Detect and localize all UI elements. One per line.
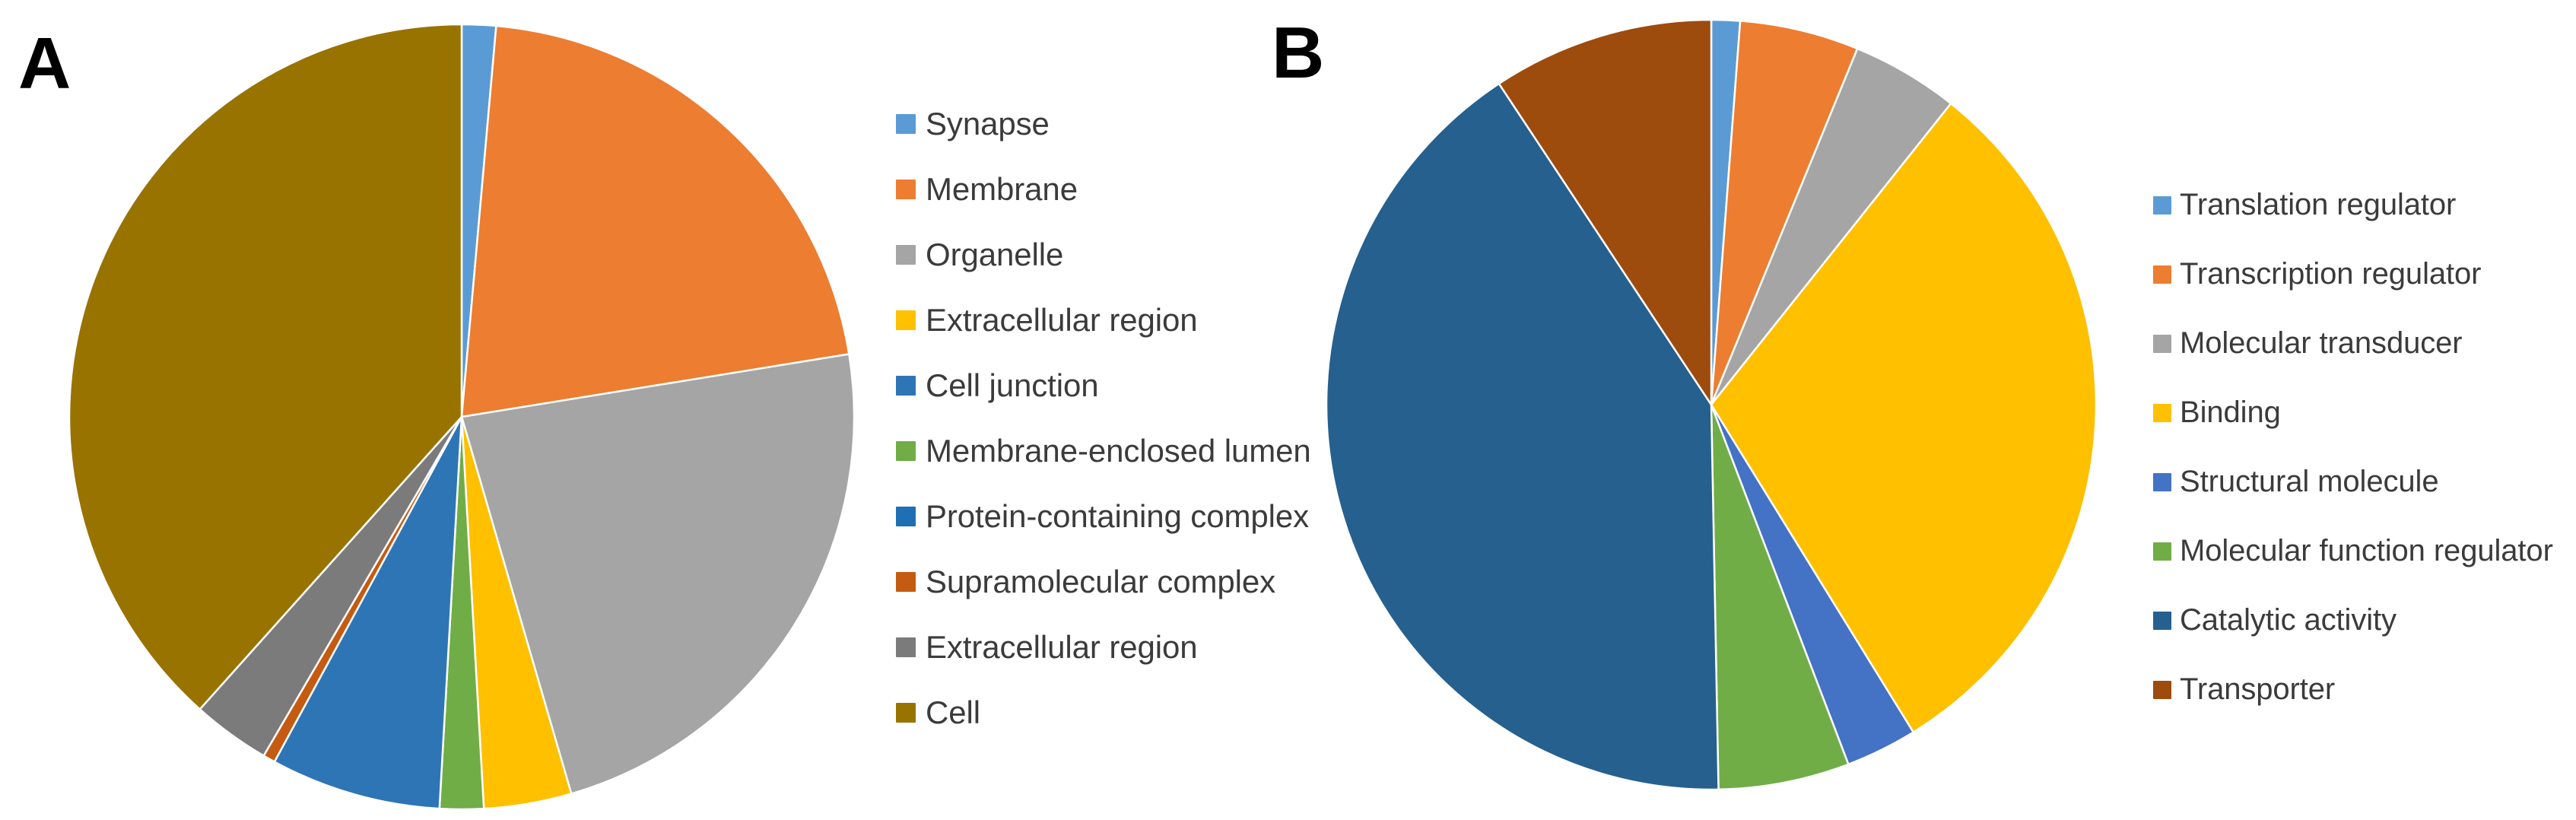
legend-item[interactable]: Extracellular region [896, 615, 1311, 680]
legend-item-label: Binding [2180, 396, 2281, 429]
legend-swatch-icon [2153, 403, 2171, 422]
pie-chart-b [1323, 17, 2099, 793]
legend-swatch-icon [2153, 195, 2171, 215]
legend-item-label: Supramolecular complex [926, 564, 1276, 599]
pie-slice [460, 353, 856, 795]
legend-item-label: Synapse [926, 106, 1050, 141]
legend-swatch-icon [896, 114, 916, 134]
legend-item[interactable]: Membrane-enclosed lumen [896, 418, 1311, 484]
legend-item-label: Molecular transducer [2180, 326, 2463, 360]
legend-swatch-icon [896, 637, 916, 657]
pie-slice [1710, 403, 1850, 791]
legend-swatch-icon [896, 376, 916, 396]
pie-slice [68, 23, 463, 710]
legend-swatch-icon [896, 703, 916, 723]
legend-item[interactable]: Synapse [896, 91, 1311, 157]
pie-slice [1710, 102, 2098, 733]
legend-swatch-icon [896, 245, 916, 265]
legend-item[interactable]: Molecular transducer [2153, 309, 2553, 378]
pie-slice [273, 415, 463, 810]
legend-swatch-icon [896, 310, 916, 330]
pie-slice [1710, 20, 1859, 406]
legend-swatch-icon [2153, 265, 2171, 284]
pie-slice [460, 24, 850, 418]
legend-item-label: Cell junction [926, 367, 1099, 403]
legend-item[interactable]: Transporter [2153, 655, 2553, 724]
pie-slice [1325, 82, 1720, 791]
legend-item-label: Translation regulator [2180, 188, 2457, 221]
legend-item[interactable]: Cell [896, 680, 1311, 745]
legend-item[interactable]: Extracellular region [896, 288, 1311, 353]
legend-item-label: Catalytic activity [2180, 603, 2397, 637]
legend-swatch-icon [2153, 334, 2171, 353]
panel-letter-a: A [18, 23, 71, 104]
legend-swatch-icon [896, 572, 916, 592]
legend-swatch-icon [2153, 472, 2171, 491]
legend-item[interactable]: Binding [2153, 378, 2553, 447]
legend-item[interactable]: Cell junction [896, 353, 1311, 418]
legend-swatch-icon [896, 180, 916, 199]
legend-item-label: Transporter [2180, 672, 2336, 706]
pie-a-svg [68, 23, 856, 811]
legend-item-label: Extracellular region [926, 302, 1198, 338]
legend-item[interactable]: Organelle [896, 222, 1311, 288]
legend-item-label: Membrane-enclosed lumen [926, 433, 1311, 469]
legend-item-label: Protein-containing complex [926, 498, 1310, 534]
legend-item[interactable]: Translation regulator [2153, 170, 2553, 240]
legend-item[interactable]: Supramolecular complex [896, 549, 1311, 615]
pie-b-svg [1325, 18, 2098, 791]
legend-swatch-icon [896, 507, 916, 526]
legend-item-label: Cell [926, 694, 980, 730]
legend-item-label: Organelle [926, 237, 1064, 272]
legend-item[interactable]: Protein-containing complex [896, 484, 1311, 549]
legend-item[interactable]: Structural molecule [2153, 447, 2553, 516]
legend-item[interactable]: Catalytic activity [2153, 586, 2553, 655]
legend-item-label: Transcription regulator [2180, 257, 2482, 291]
legend-item[interactable]: Transcription regulator [2153, 240, 2553, 309]
legend-item[interactable]: Molecular function regulator [2153, 516, 2553, 586]
panel-letter-b: B [1272, 12, 1325, 94]
legend-item-label: Membrane [926, 171, 1078, 207]
legend-swatch-icon [2153, 611, 2171, 630]
legend-swatch-icon [2153, 680, 2171, 699]
legend-item-label: Structural molecule [2180, 465, 2439, 498]
legend-item[interactable]: Membrane [896, 157, 1311, 222]
legend-item-label: Molecular function regulator [2180, 534, 2553, 567]
pie-chart-a [66, 21, 857, 812]
legend-item-label: Extracellular region [926, 629, 1198, 665]
legend-swatch-icon [896, 441, 916, 461]
legend-swatch-icon [2153, 542, 2171, 561]
pie-slice [1498, 18, 1713, 406]
